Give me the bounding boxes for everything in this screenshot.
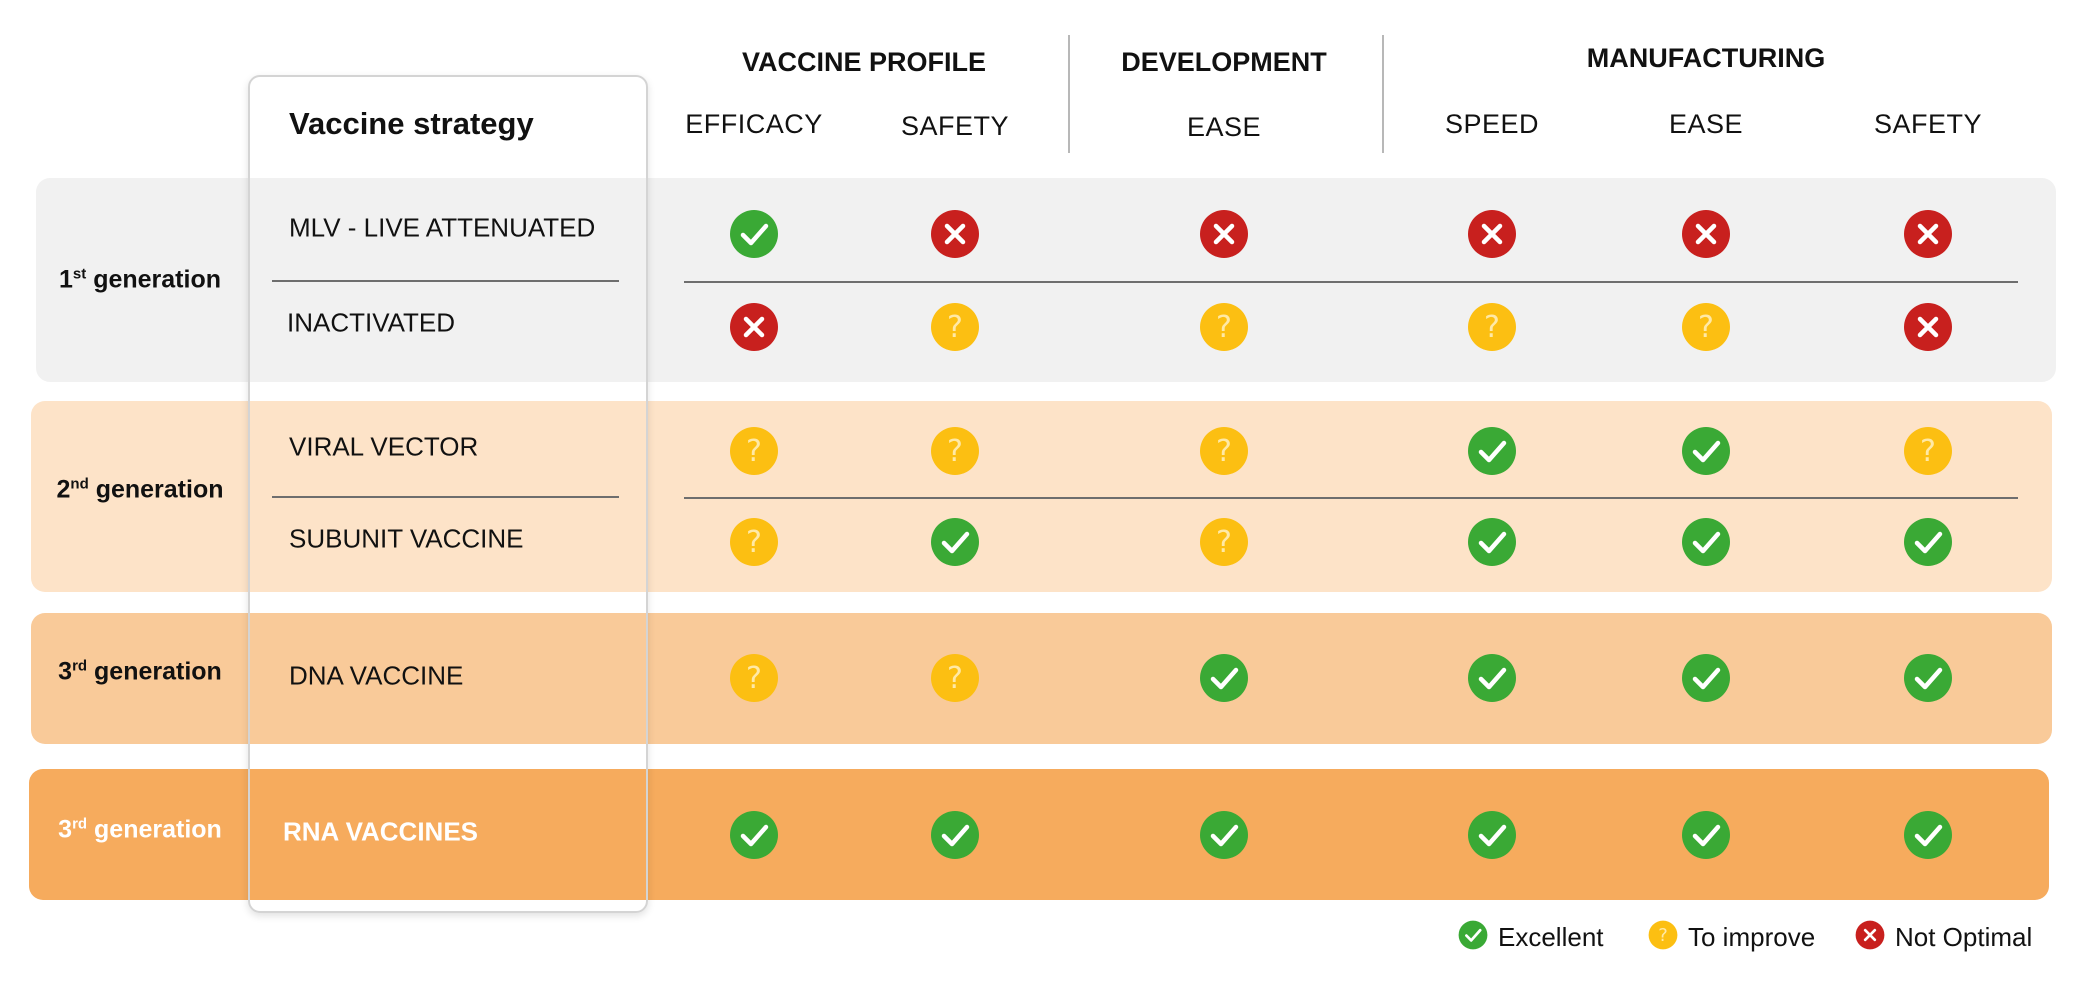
- question-circle-icon: ?: [729, 517, 779, 567]
- svg-text:?: ?: [1658, 925, 1668, 946]
- check-circle-icon: [1681, 653, 1731, 703]
- row-separator: [272, 280, 619, 282]
- question-circle-icon: ?: [930, 653, 980, 703]
- row-label-viral-vector: VIRAL VECTOR: [289, 431, 479, 462]
- check-circle-icon: [1903, 517, 1953, 567]
- question-circle-icon: ?: [1648, 920, 1678, 955]
- check-circle-icon: [1681, 517, 1731, 567]
- svg-text:?: ?: [1216, 525, 1232, 560]
- row-label-rna: RNA VACCINES: [283, 816, 479, 847]
- question-circle-icon: ?: [729, 653, 779, 703]
- row-label-inactivated: INACTIVATED: [287, 307, 456, 338]
- row-label-mlv: MLV - LIVE ATTENUATED: [289, 212, 596, 243]
- column-header-safety: SAFETY: [900, 111, 1010, 141]
- question-circle-icon: ?: [930, 302, 980, 352]
- column-header-mfg-safety: SAFETY: [1873, 109, 1983, 139]
- check-circle-icon: [1903, 810, 1953, 860]
- check-circle-icon: [1903, 653, 1953, 703]
- check-circle-icon: [1199, 810, 1249, 860]
- strategy-column-frame: [248, 75, 648, 913]
- check-circle-icon: [1199, 653, 1249, 703]
- column-header-speed: SPEED: [1444, 109, 1540, 139]
- x-circle-icon: [1681, 209, 1731, 259]
- column-header-dev-ease: EASE: [1186, 112, 1262, 142]
- legend-label: Not Optimal: [1895, 922, 2033, 952]
- question-circle-icon: ?: [1199, 426, 1249, 476]
- svg-text:?: ?: [746, 434, 762, 469]
- x-circle-icon: [1855, 920, 1885, 955]
- column-header-mfg-ease: EASE: [1668, 109, 1744, 139]
- legend-label: Excellent: [1498, 922, 1604, 952]
- question-circle-icon: ?: [1681, 302, 1731, 352]
- generation-label: 3rd generation: [58, 815, 222, 844]
- generation-label: 3rd generation: [58, 657, 222, 686]
- row-separator: [684, 281, 2018, 283]
- check-circle-icon: [930, 517, 980, 567]
- svg-text:?: ?: [1920, 434, 1936, 469]
- check-circle-icon: [1681, 810, 1731, 860]
- row-label-dna: DNA VACCINE: [289, 660, 464, 691]
- group-divider: [1068, 35, 1070, 153]
- group-divider: [1382, 35, 1384, 153]
- check-circle-icon: [1467, 653, 1517, 703]
- question-circle-icon: ?: [1199, 302, 1249, 352]
- group-header-vaccine-profile: VACCINE PROFILE: [741, 47, 987, 77]
- x-circle-icon: [729, 302, 779, 352]
- svg-text:?: ?: [746, 661, 762, 696]
- question-circle-icon: ?: [1903, 426, 1953, 476]
- svg-text:?: ?: [947, 310, 963, 345]
- legend-label: To improve: [1688, 922, 1816, 952]
- question-circle-icon: ?: [729, 426, 779, 476]
- row-separator: [272, 496, 619, 498]
- group-header-development: DEVELOPMENT: [1121, 47, 1327, 77]
- x-circle-icon: [930, 209, 980, 259]
- generation-label: 1st generation: [59, 265, 221, 294]
- svg-text:?: ?: [746, 525, 762, 560]
- legend-excellent: Excellent: [1458, 920, 1604, 955]
- question-circle-icon: ?: [1467, 302, 1517, 352]
- question-circle-icon: ?: [930, 426, 980, 476]
- group-header-manufacturing: MANUFACTURING: [1586, 43, 1826, 73]
- generation-label: 2nd generation: [56, 475, 224, 504]
- svg-text:?: ?: [1698, 310, 1714, 345]
- svg-text:?: ?: [947, 661, 963, 696]
- legend-not-optimal: Not Optimal: [1855, 920, 2032, 955]
- x-circle-icon: [1903, 302, 1953, 352]
- check-circle-icon: [729, 209, 779, 259]
- row-separator: [684, 497, 2018, 499]
- check-circle-icon: [1467, 810, 1517, 860]
- check-circle-icon: [930, 810, 980, 860]
- check-circle-icon: [1467, 426, 1517, 476]
- x-circle-icon: [1467, 209, 1517, 259]
- svg-text:?: ?: [1216, 434, 1232, 469]
- svg-text:?: ?: [1216, 310, 1232, 345]
- check-circle-icon: [1681, 426, 1731, 476]
- svg-text:?: ?: [1484, 310, 1500, 345]
- x-circle-icon: [1903, 209, 1953, 259]
- column-header-efficacy: EFFICACY: [685, 109, 823, 139]
- question-circle-icon: ?: [1199, 517, 1249, 567]
- x-circle-icon: [1199, 209, 1249, 259]
- check-circle-icon: [1458, 920, 1488, 955]
- row-label-subunit: SUBUNIT VACCINE: [289, 523, 524, 554]
- legend-to-improve: ? To improve: [1648, 920, 1815, 955]
- check-circle-icon: [1467, 517, 1517, 567]
- svg-text:?: ?: [947, 434, 963, 469]
- strategy-column-header: Vaccine strategy: [289, 106, 534, 141]
- check-circle-icon: [729, 810, 779, 860]
